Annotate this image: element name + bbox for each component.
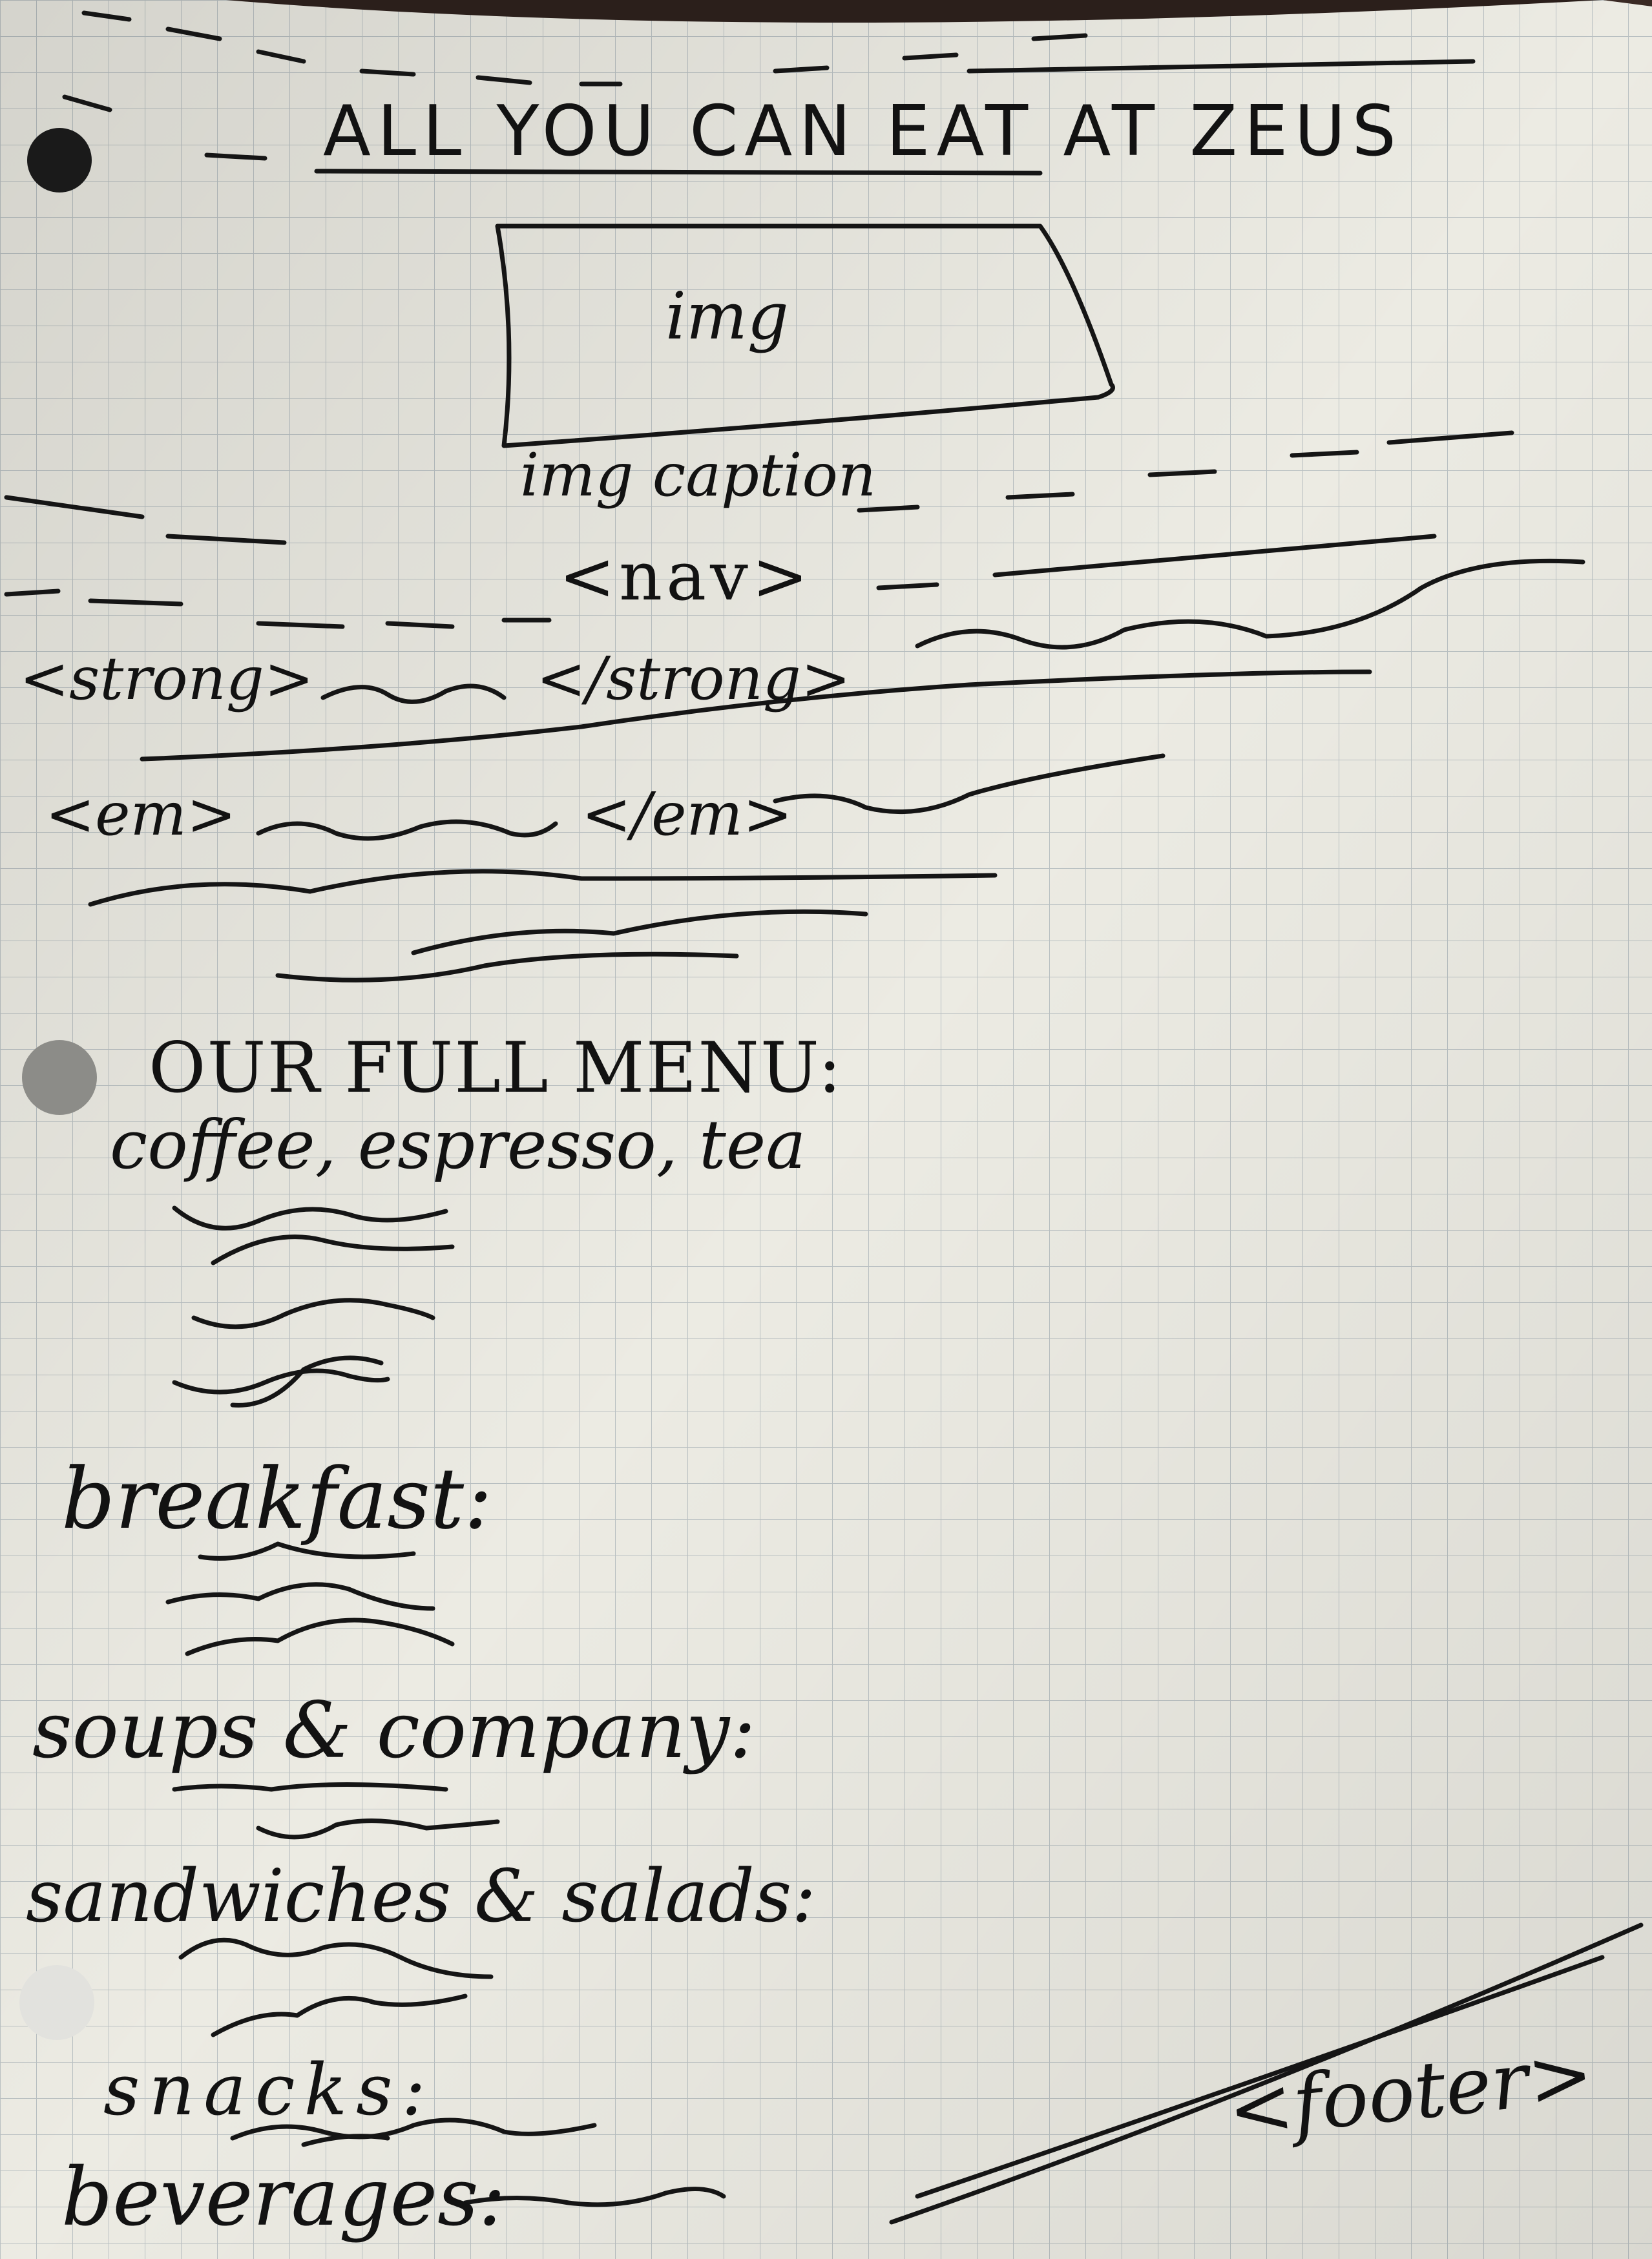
strong-close-tag: </strong> [536, 644, 851, 713]
binder-hole-middle [22, 1040, 97, 1115]
menu-category-snacks: snacks: [103, 2048, 435, 2131]
menu-category-soups: soups & company: [32, 1686, 756, 1776]
strong-open-tag: <strong> [19, 644, 314, 713]
binder-hole-bottom [19, 1965, 94, 2040]
binder-hole-top [27, 128, 92, 193]
nav-tag: <nav> [559, 537, 813, 616]
menu-category-coffee: coffee, espresso, tea [110, 1105, 806, 1184]
em-open-tag: <em> [45, 780, 236, 849]
image-caption: img caption [520, 441, 877, 510]
menu-category-breakfast: breakfast: [61, 1450, 492, 1548]
page-title: ALL YOU CAN EAT AT ZEUS [323, 91, 1403, 172]
image-placeholder-label: img [665, 278, 789, 354]
image-placeholder-frame [495, 224, 1115, 448]
menu-category-beverages: beverages: [61, 2151, 506, 2244]
menu-heading: OUR FULL MENU: [149, 1028, 843, 1109]
em-close-tag: </em> [581, 780, 793, 849]
menu-category-sandwiches: sandwiches & salads: [26, 1855, 817, 1939]
